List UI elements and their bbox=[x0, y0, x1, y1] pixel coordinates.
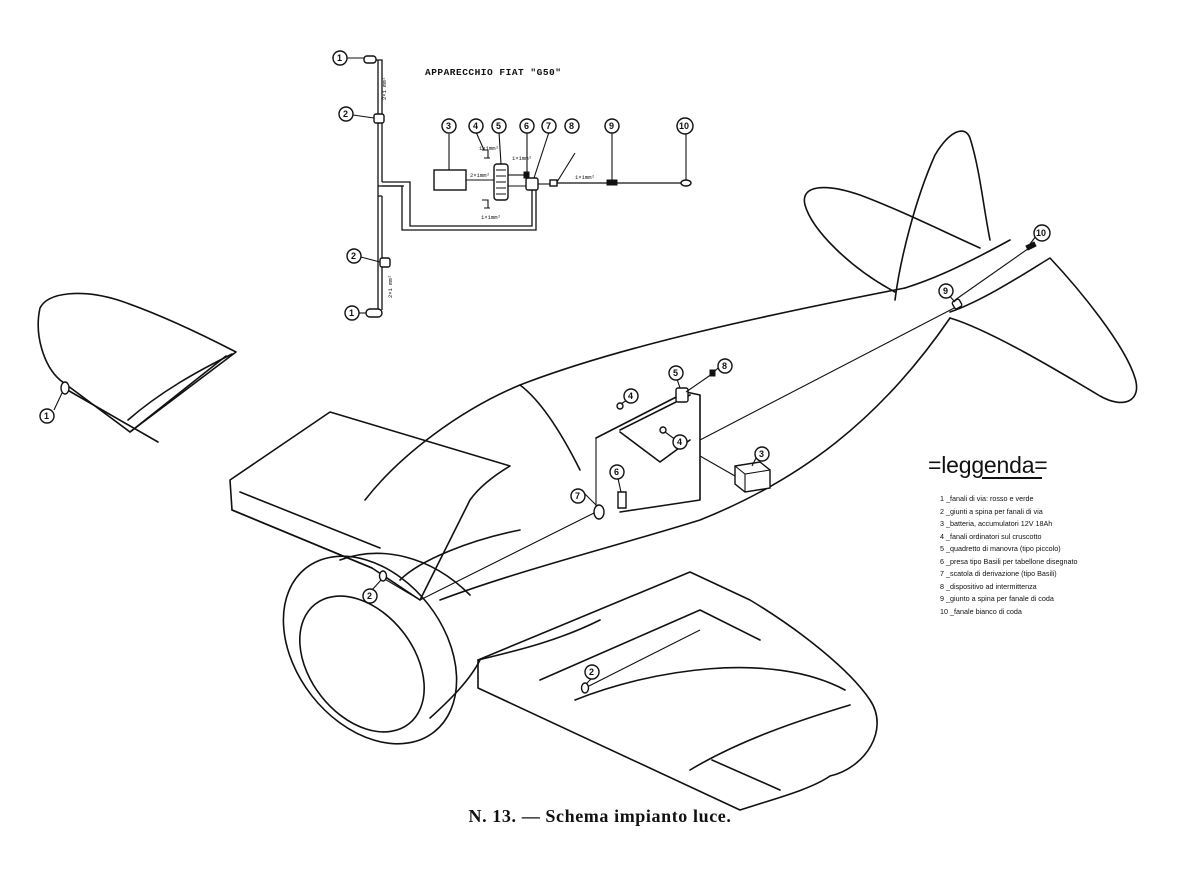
svg-text:1: 1 bbox=[337, 53, 342, 63]
svg-text:8: 8 bbox=[722, 361, 727, 371]
callout-1: 1 bbox=[39, 408, 55, 424]
legend-item: 3 _batteria, accumulatori 12V 18Ah bbox=[940, 519, 1053, 528]
svg-text:2: 2 bbox=[351, 251, 356, 261]
legend-item: 2 _giunti a spina per fanali di via bbox=[940, 506, 1043, 516]
legend-item: 1 _fanali di via: rosso e verde bbox=[940, 494, 1034, 503]
svg-text:2: 2 bbox=[589, 667, 594, 677]
callout-8: 8 bbox=[717, 358, 733, 374]
figure-caption: N. 13. — Schema impianto luce. bbox=[468, 806, 732, 826]
svg-text:6: 6 bbox=[614, 467, 619, 477]
svg-text:8: 8 bbox=[569, 121, 574, 131]
wingtip-callout: 1 bbox=[39, 408, 55, 424]
svg-text:5: 5 bbox=[496, 121, 501, 131]
legend-item: 8 _dispositivo ad intermittenza bbox=[940, 581, 1037, 591]
callout-1: 1 bbox=[344, 305, 360, 321]
svg-text:4: 4 bbox=[677, 437, 682, 447]
svg-text:1×1mm²: 1×1mm² bbox=[512, 155, 532, 162]
legend-underline bbox=[982, 477, 1042, 479]
legend-item: 4 _fanali ordinatori sul cruscotto bbox=[940, 531, 1042, 541]
wingtip-detail bbox=[37, 292, 237, 443]
svg-text:1×1mm²: 1×1mm² bbox=[575, 174, 595, 181]
callout-6: 6 bbox=[519, 118, 535, 134]
legend: =leggenda= 1 _fanali di via: rosso e ver… bbox=[928, 452, 1188, 618]
svg-text:2×1 mm²: 2×1 mm² bbox=[387, 275, 394, 298]
svg-text:9: 9 bbox=[943, 286, 948, 296]
svg-text:1: 1 bbox=[349, 308, 354, 318]
svg-text:10: 10 bbox=[1036, 228, 1046, 238]
legend-item: 10 _fanale bianco di coda bbox=[940, 606, 1022, 616]
callout-7: 7 bbox=[541, 118, 557, 134]
svg-text:2: 2 bbox=[367, 591, 372, 601]
callout-4: 4 bbox=[468, 118, 484, 134]
airplane-callouts: 2 2 4 4 5 8 3 7 6 9 10 bbox=[362, 224, 1051, 680]
callout-10: 10 bbox=[1033, 224, 1051, 242]
svg-text:6: 6 bbox=[524, 121, 529, 131]
svg-text:7: 7 bbox=[546, 121, 551, 131]
svg-text:1×1mm²: 1×1mm² bbox=[481, 214, 501, 221]
svg-text:4: 4 bbox=[473, 121, 478, 131]
schematic-title: APPARECCHIO FIAT "G50" bbox=[425, 67, 562, 78]
svg-text:2×1mm²: 2×1mm² bbox=[470, 172, 490, 179]
callout-2: 2 bbox=[338, 106, 354, 122]
callout-2: 2 bbox=[346, 248, 362, 264]
callout-7: 7 bbox=[570, 488, 586, 504]
airplane-outline bbox=[229, 130, 1138, 811]
callout-4: 4 bbox=[623, 388, 639, 404]
legend-item: 5 _quadretto di manovra (tipo piccolo) bbox=[940, 544, 1061, 553]
legend-list: 1 _fanali di via: rosso e verde 2 _giunt… bbox=[940, 493, 1188, 618]
svg-text:7: 7 bbox=[575, 491, 580, 501]
svg-text:1×1mm²: 1×1mm² bbox=[479, 145, 499, 152]
callout-4: 4 bbox=[672, 434, 688, 450]
legend-item: 6 _presa tipo Basili per tabellone diseg… bbox=[940, 556, 1078, 566]
callout-5: 5 bbox=[491, 118, 507, 134]
callout-6: 6 bbox=[609, 464, 625, 480]
callout-5: 5 bbox=[668, 365, 684, 381]
svg-text:3: 3 bbox=[759, 449, 764, 459]
callout-2: 2 bbox=[584, 664, 600, 680]
svg-text:4: 4 bbox=[628, 391, 633, 401]
callout-2: 2 bbox=[362, 588, 378, 604]
svg-text:2: 2 bbox=[343, 109, 348, 119]
svg-text:1: 1 bbox=[44, 411, 49, 421]
callout-10: 10 bbox=[676, 117, 694, 135]
svg-text:10: 10 bbox=[679, 121, 689, 131]
svg-text:3: 3 bbox=[446, 121, 451, 131]
callout-3: 3 bbox=[754, 446, 770, 462]
legend-item: 9 _giunto a spina per fanale di coda bbox=[940, 594, 1054, 603]
svg-text:2×1 mm²: 2×1 mm² bbox=[381, 77, 388, 100]
callout-9: 9 bbox=[938, 283, 954, 299]
callout-8: 8 bbox=[564, 118, 580, 134]
callout-9: 9 bbox=[604, 118, 620, 134]
legend-item: 7 _scatola di derivazione (tipo Basili) bbox=[940, 569, 1057, 578]
svg-text:5: 5 bbox=[673, 368, 678, 378]
callout-3: 3 bbox=[441, 118, 457, 134]
wiring-schematic: 2×1 mm² 2×1 mm² 2×1mm² 1×1mm² 1×1mm² 1×1… bbox=[340, 55, 692, 318]
callout-1: 1 bbox=[332, 50, 348, 66]
legend-title: =leggenda= bbox=[928, 452, 1048, 478]
schematic-callouts: 1 2 2 1 3 4 5 6 7 8 9 10 bbox=[332, 50, 694, 321]
svg-text:9: 9 bbox=[609, 121, 614, 131]
